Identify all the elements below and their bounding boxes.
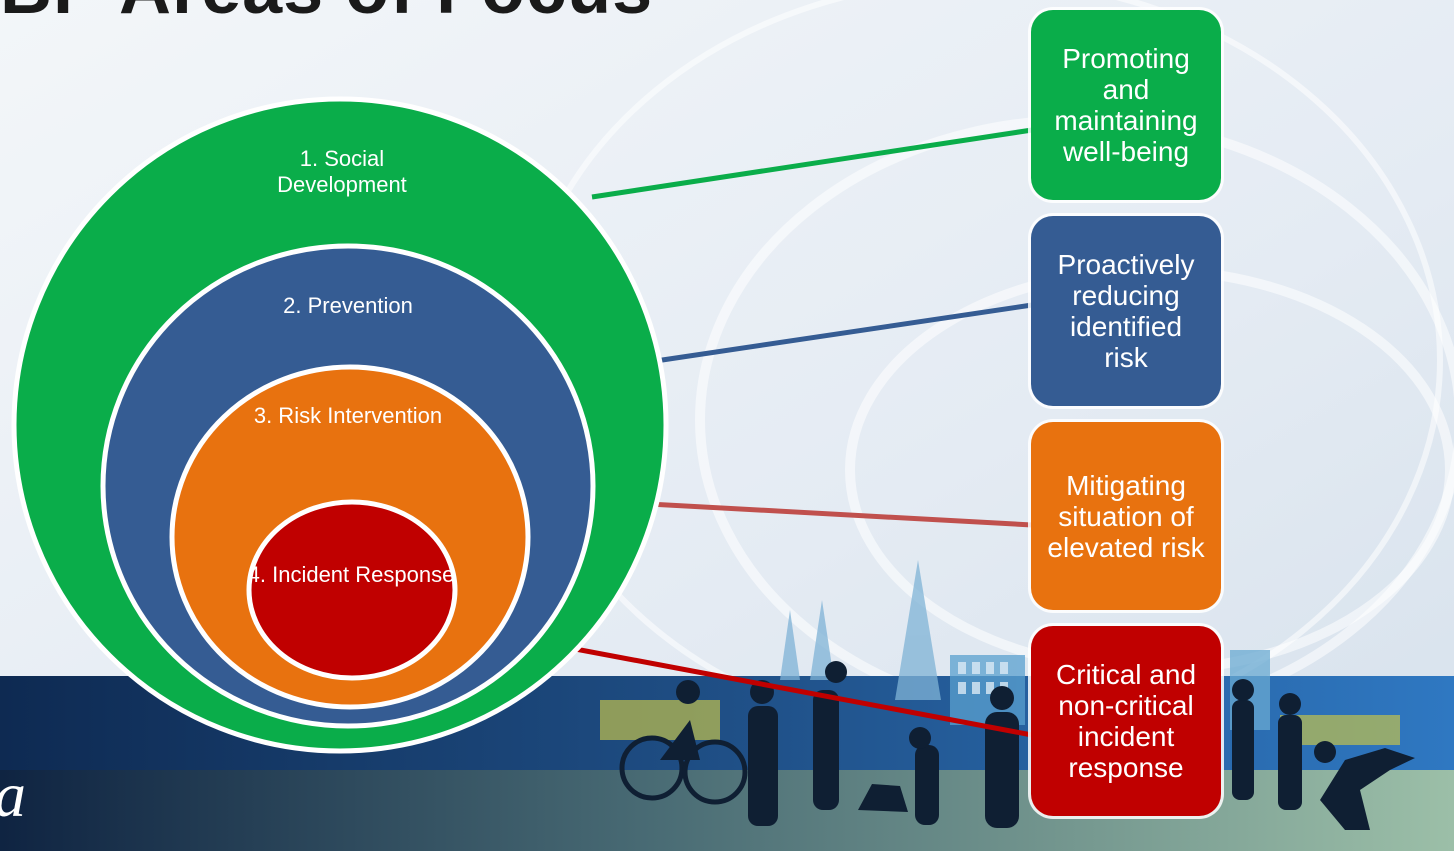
- focus-box-text: Proactively reducing identified risk: [1057, 249, 1195, 373]
- focus-box-reducing-risk: Proactively reducing identified risk: [1031, 216, 1221, 406]
- ring-label-prevention: 2. Prevention: [283, 293, 413, 318]
- focus-box-text: Mitigating situation of elevated risk: [1047, 469, 1205, 563]
- ring-label-incident-response: 4. Incident Response: [247, 562, 455, 587]
- page-title: BP Areas of Focus: [0, 0, 653, 30]
- ring-label-social-development: 1. Social Development: [277, 146, 407, 197]
- people-silhouettes: [619, 661, 1415, 830]
- focus-box-well-being: Promoting and maintaining well-being: [1031, 10, 1221, 200]
- focus-box-text: Critical and non-critical incident respo…: [1055, 659, 1197, 783]
- ring-label-risk-intervention: 3. Risk Intervention: [253, 403, 443, 428]
- ring-incident-response: [246, 499, 458, 681]
- focus-box-incident-response: Critical and non-critical incident respo…: [1031, 626, 1221, 816]
- focus-box-text: Promoting and maintaining well-being: [1054, 43, 1198, 167]
- focus-box-elevated-risk: Mitigating situation of elevated risk: [1031, 422, 1221, 610]
- logo-letter: a: [0, 758, 26, 832]
- connector-social-development: [591, 127, 1033, 200]
